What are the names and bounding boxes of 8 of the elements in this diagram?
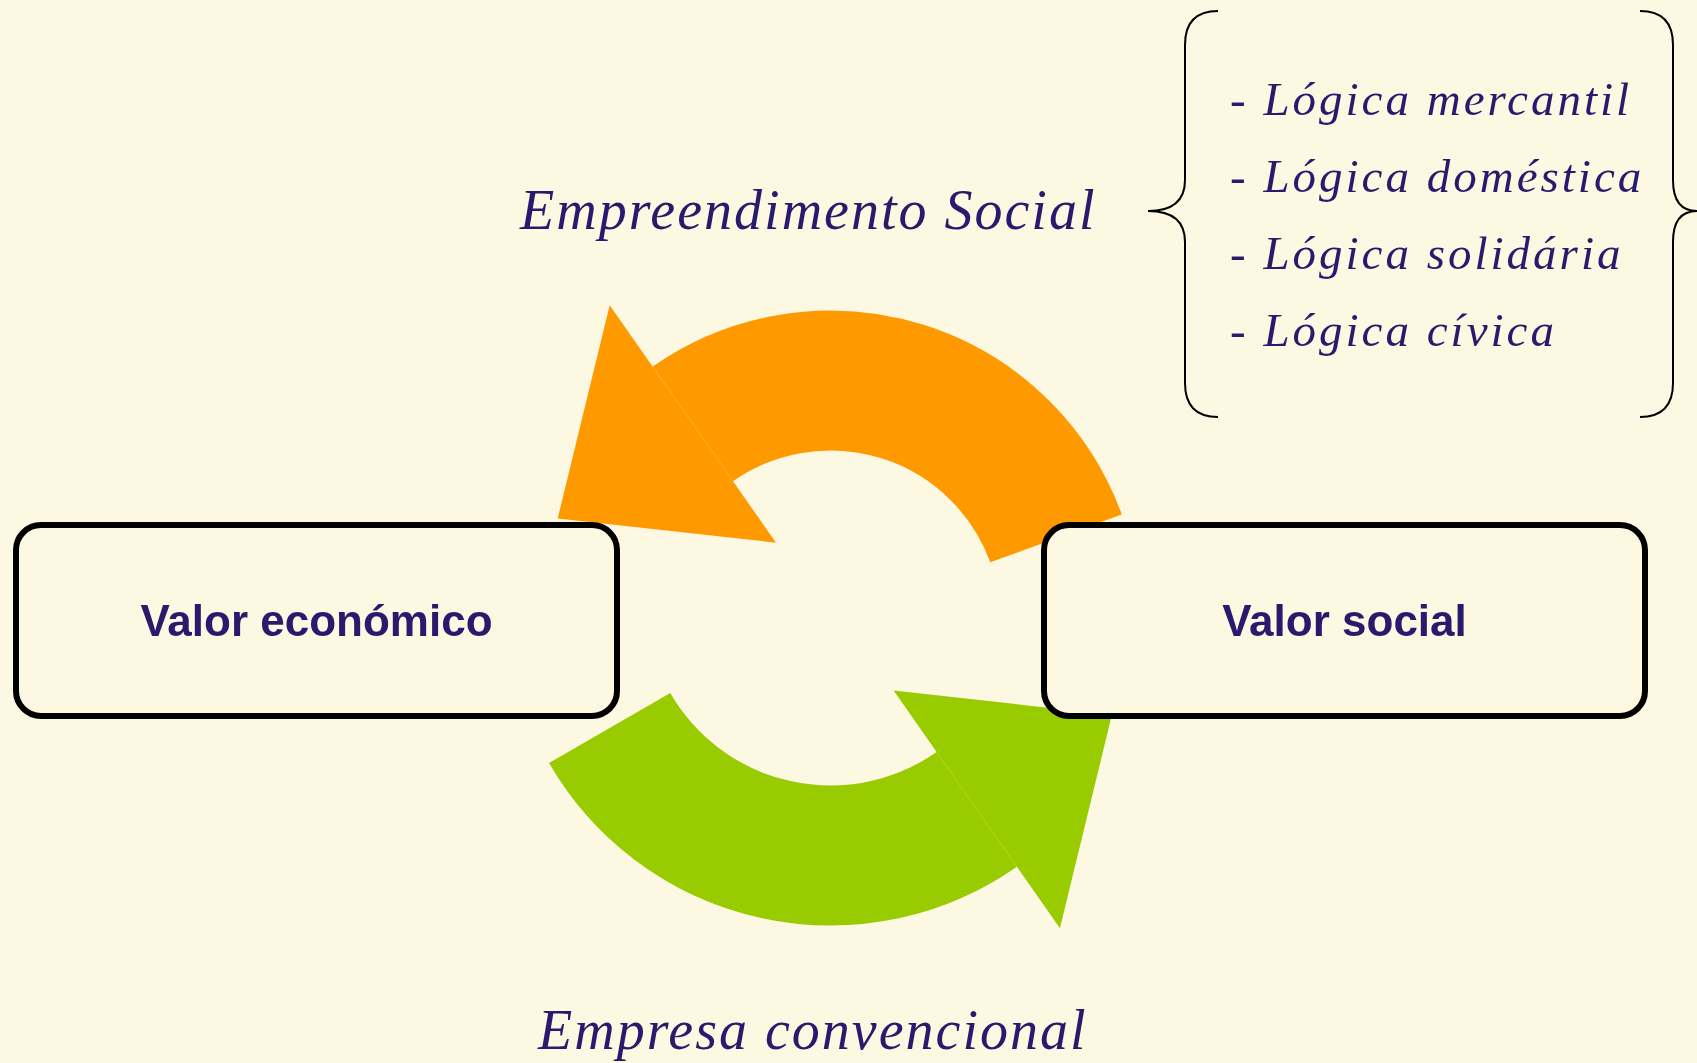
list-item: - Lógica doméstica (1230, 149, 1645, 203)
value-box (13, 522, 620, 719)
list-item: - Lógica cívica (1230, 303, 1557, 357)
list-item: - Lógica solidária (1230, 226, 1624, 280)
box-label: Valor social (1222, 595, 1467, 646)
box-label: Valor económico (140, 595, 493, 646)
list-item: - Lógica mercantil (1230, 72, 1633, 126)
value-box (1041, 522, 1648, 719)
